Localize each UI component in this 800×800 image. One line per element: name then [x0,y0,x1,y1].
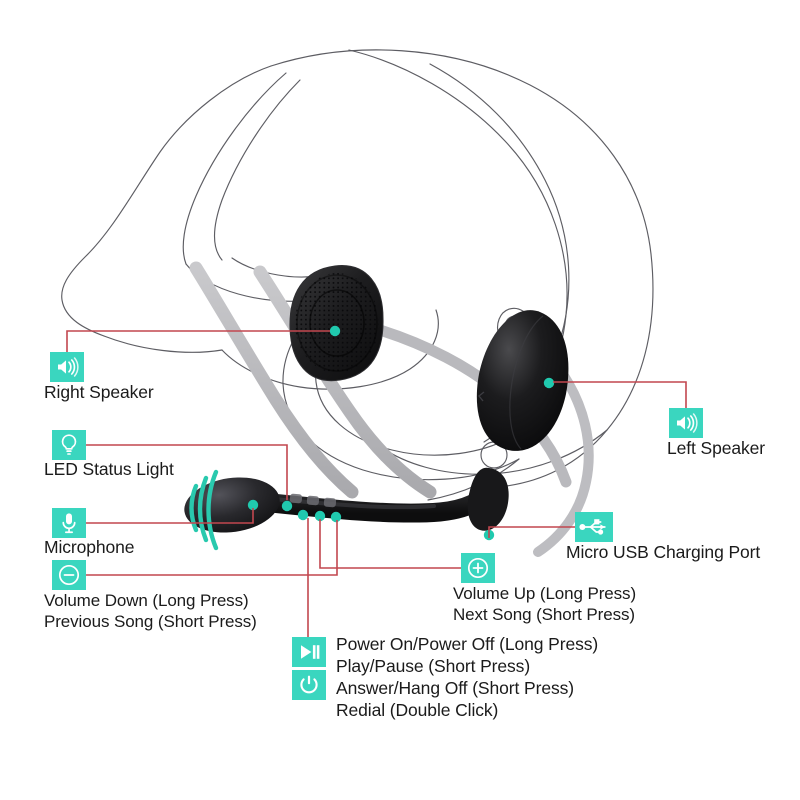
micro-usb-module [467,467,509,541]
left-speaker-led [543,377,555,389]
answer-label-1: Answer/Hang Off (Short Press) [336,678,574,698]
volume-down-label-1: Volume Down (Long Press) [44,591,249,610]
right-speaker-label: Right Speaker [44,382,154,402]
speaker-icon-left[interactable] [669,408,703,438]
volume-up-label-1: Volume Up (Long Press) [453,584,636,603]
play-pause-icon[interactable] [292,637,326,667]
right-speaker-led [329,325,341,337]
helmet-liner-strap-arc [533,365,594,557]
leader-lines [66,330,687,637]
microphone-led [247,499,259,511]
right-speaker-module [289,265,384,382]
microphone-boom [184,469,504,551]
lightbulb-icon[interactable] [52,430,86,460]
power-label-1: Power On/Power Off (Long Press) [336,634,599,654]
left-speaker-label: Left Speaker [667,438,766,458]
sound-wave-icon [189,469,219,551]
answer-label-2: Redial (Double Click) [336,700,499,720]
minus-circle-icon[interactable] [52,560,86,590]
volume-up-button-dot [330,511,342,523]
micro-usb-label: Micro USB Charging Port [566,542,761,562]
speaker-icon-right[interactable] [50,352,84,382]
left-speaker-module [476,310,569,451]
helmet-liner-strap [189,261,437,499]
volume-down-label-2: Previous Song (Short Press) [44,612,257,631]
power-icon[interactable] [292,670,326,700]
play-pause-button-dot [297,509,309,521]
power-button-dot [314,510,326,522]
microphone-label: Microphone [44,537,135,557]
usb-icon[interactable] [575,512,613,542]
led-status-light-label: LED Status Light [44,459,174,479]
volume-down-button-dot [281,500,293,512]
plus-circle-icon[interactable] [461,553,495,583]
volume-up-label-2: Next Song (Short Press) [453,605,635,624]
power-label-2: Play/Pause (Short Press) [336,656,531,676]
microphone-icon[interactable] [52,508,86,538]
